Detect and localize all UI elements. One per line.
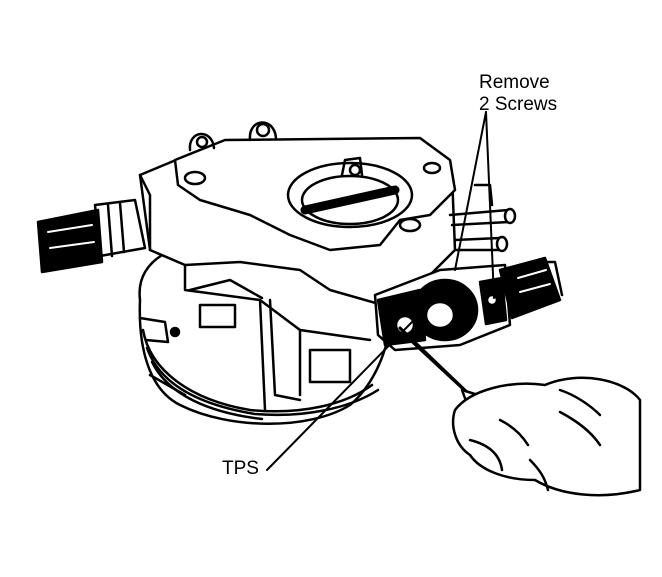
remove-screws-line2: 2 Screws	[479, 94, 558, 115]
tps-callout: TPS	[222, 458, 259, 479]
remove-screws-line1: Remove	[479, 72, 550, 93]
remove-screws-leaders	[454, 111, 495, 299]
tps-connector	[498, 256, 564, 320]
tps-sensor	[373, 263, 512, 352]
mounting-studs	[188, 121, 278, 152]
remove-screws-callout: Remove 2 Screws	[479, 72, 557, 116]
vacuum-fittings	[448, 183, 517, 253]
tps-leader	[266, 321, 413, 471]
hand	[451, 376, 642, 497]
throttle-bore	[286, 156, 414, 229]
left-connector	[36, 198, 147, 274]
